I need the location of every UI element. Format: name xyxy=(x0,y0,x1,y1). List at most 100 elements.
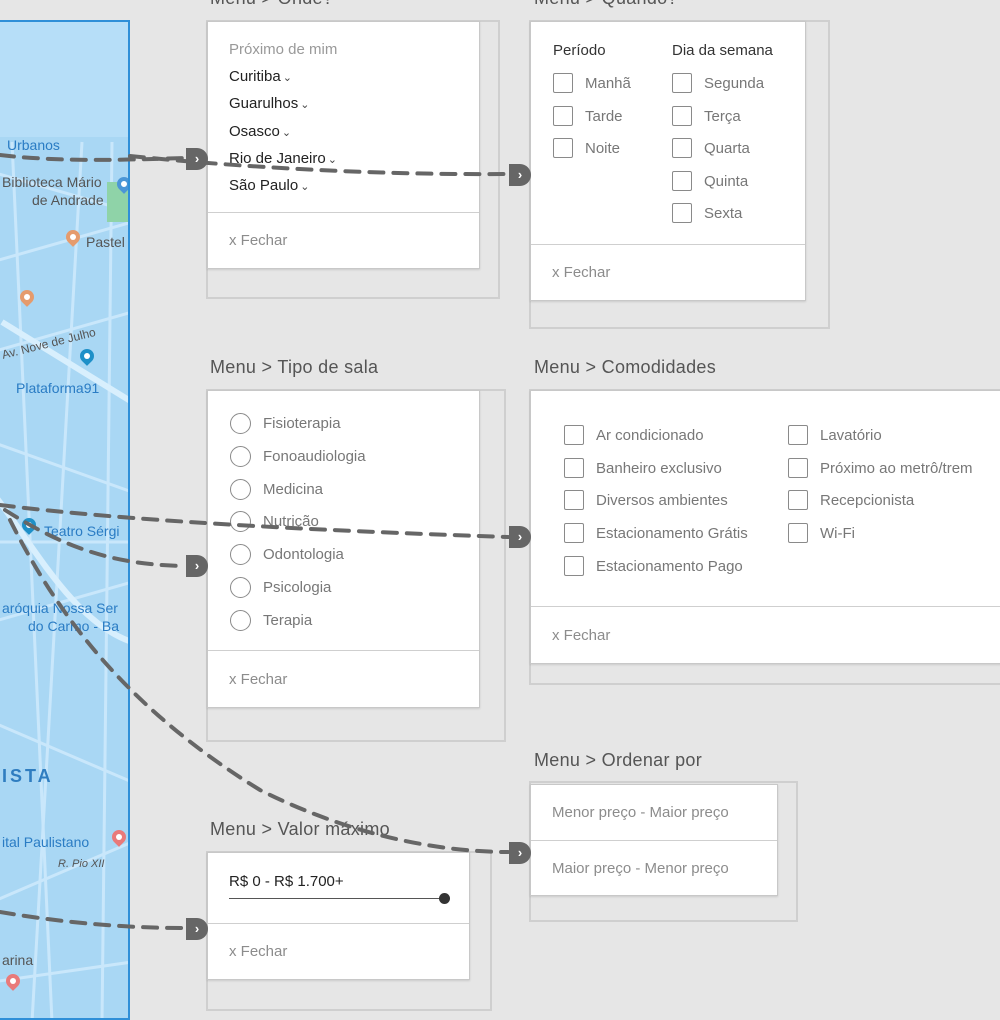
tipo-fisioterapia[interactable]: Fisioterapia xyxy=(230,413,341,434)
chevron-right-icon[interactable]: › xyxy=(186,555,208,577)
comodidade-recepcionista[interactable]: Recepcionista xyxy=(788,490,914,510)
comodidade-banheiro[interactable]: Banheiro exclusivo xyxy=(564,458,722,478)
option-label: Quinta xyxy=(704,172,749,190)
comodidade-ar-condicionado[interactable]: Ar condicionado xyxy=(564,425,704,445)
radio-icon xyxy=(230,544,251,565)
ordenar-section-title: Menu > Ordenar por xyxy=(534,750,702,770)
radio-icon xyxy=(230,511,251,532)
tipo-terapia[interactable]: Terapia xyxy=(230,610,312,631)
nearby-option[interactable]: Próximo de mim xyxy=(229,41,338,58)
chevron-right-icon[interactable]: › xyxy=(186,918,208,940)
onde-section-title: Menu > Onde? xyxy=(210,0,333,9)
dia-quinta[interactable]: Quinta xyxy=(672,171,748,191)
valor-section-title: Menu > Valor máximo xyxy=(210,819,390,839)
map-panel[interactable]: Urbanos Biblioteca Mário de Andrade Past… xyxy=(0,20,130,1020)
sort-maior-menor[interactable]: Maior preço - Menor preço xyxy=(552,860,729,877)
option-label: Wi-Fi xyxy=(820,524,855,542)
dia-semana-heading: Dia da semana xyxy=(672,42,773,59)
option-label: Recepcionista xyxy=(820,491,915,509)
chevron-right-icon[interactable]: › xyxy=(509,842,531,864)
chevron-right-icon[interactable]: › xyxy=(186,148,208,170)
map-label-teatro: Teatro Sérgi xyxy=(44,523,120,539)
tipo-psicologia[interactable]: Psicologia xyxy=(230,577,331,598)
radio-icon xyxy=(230,577,251,598)
dia-terca[interactable]: Terça xyxy=(672,106,741,126)
onde-close-button[interactable]: x Fechar xyxy=(208,212,479,268)
comodidades-menu: Ar condicionado Banheiro exclusivo Diver… xyxy=(530,390,1000,664)
location-label: Rio de Janeiro xyxy=(229,150,326,167)
location-label: Curitiba xyxy=(229,68,281,85)
dia-sexta[interactable]: Sexta xyxy=(672,203,742,223)
chevron-right-icon[interactable]: › xyxy=(509,164,531,186)
comodidade-metro[interactable]: Próximo ao metrô/trem xyxy=(788,458,973,478)
tipo-nutricao[interactable]: Nutrição xyxy=(230,511,319,532)
option-label: Odontologia xyxy=(263,546,344,563)
option-label: Fonoaudiologia xyxy=(263,448,366,465)
checkbox-icon xyxy=(788,425,808,445)
price-slider-track[interactable] xyxy=(229,898,444,899)
map-label-pio-xii: R. Pio XII xyxy=(58,858,105,870)
onde-menu: Próximo de mim Curitiba⌄ Guarulhos⌄ Osas… xyxy=(207,21,480,269)
option-label: Quarta xyxy=(704,139,750,157)
map-label-carmo: do Carmo - Ba xyxy=(28,618,120,634)
comodidade-estac-gratis[interactable]: Estacionamento Grátis xyxy=(564,523,748,543)
map-label-andrade: de Andrade xyxy=(32,192,104,208)
location-osasco[interactable]: Osasco⌄ xyxy=(229,123,291,140)
map-top-band xyxy=(0,22,128,137)
comodidade-diversos[interactable]: Diversos ambientes xyxy=(564,490,728,510)
location-sao-paulo[interactable]: São Paulo⌄ xyxy=(229,177,309,194)
option-label: Noite xyxy=(585,139,621,157)
chevron-down-icon: ⌄ xyxy=(300,181,310,193)
option-label: Terça xyxy=(704,107,741,125)
ordenar-menu: Menor preço - Maior preço Maior preço - … xyxy=(530,784,778,896)
location-guarulhos[interactable]: Guarulhos⌄ xyxy=(229,95,309,112)
option-label: Ar condicionado xyxy=(596,426,704,444)
checkbox-icon xyxy=(564,556,584,576)
comodidade-estac-pago[interactable]: Estacionamento Pago xyxy=(564,556,743,576)
price-slider-handle[interactable] xyxy=(439,893,450,904)
comodidade-lavatorio[interactable]: Lavatório xyxy=(788,425,882,445)
radio-icon xyxy=(230,413,251,434)
checkbox-icon xyxy=(564,458,584,478)
periodo-noite[interactable]: Noite xyxy=(553,138,620,158)
valor-close-button[interactable]: x Fechar xyxy=(208,923,469,979)
location-rio-de-janeiro[interactable]: Rio de Janeiro⌄ xyxy=(229,150,337,167)
radio-icon xyxy=(230,610,251,631)
option-label: Próximo ao metrô/trem xyxy=(820,459,973,477)
map-label-pastel: Pastel xyxy=(86,234,125,250)
sort-menor-maior[interactable]: Menor preço - Maior preço xyxy=(531,785,777,841)
checkbox-icon xyxy=(788,490,808,510)
map-label-urbanos: Urbanos xyxy=(7,137,60,153)
tipo-odontologia[interactable]: Odontologia xyxy=(230,544,344,565)
comodidades-section-title: Menu > Comodidades xyxy=(534,357,717,377)
option-label: Tarde xyxy=(585,107,623,125)
periodo-tarde[interactable]: Tarde xyxy=(553,106,623,126)
map-label-ista: ISTA xyxy=(2,766,54,786)
map-label-paulistano: ital Paulistano xyxy=(2,834,90,850)
comodidade-wifi[interactable]: Wi-Fi xyxy=(788,523,855,543)
quando-menu: Período Dia da semana Manhã Tarde Noite … xyxy=(530,21,806,301)
radio-icon xyxy=(230,479,251,500)
comodidades-close-button[interactable]: x Fechar xyxy=(531,606,1000,663)
tipo-close-button[interactable]: x Fechar xyxy=(208,650,479,707)
option-label: Medicina xyxy=(263,481,324,498)
price-range-label: R$ 0 - R$ 1.700+ xyxy=(229,873,344,890)
tipo-medicina[interactable]: Medicina xyxy=(230,479,323,500)
chevron-right-icon[interactable]: › xyxy=(509,526,531,548)
map-label-paroquia: aróquia Nossa Ser xyxy=(2,600,118,616)
periodo-manha[interactable]: Manhã xyxy=(553,73,631,93)
dia-segunda[interactable]: Segunda xyxy=(672,73,764,93)
checkbox-icon xyxy=(564,490,584,510)
option-label: Psicologia xyxy=(263,579,332,596)
dia-quarta[interactable]: Quarta xyxy=(672,138,750,158)
checkbox-icon xyxy=(672,171,692,191)
checkbox-icon xyxy=(672,138,692,158)
quando-close-button[interactable]: x Fechar xyxy=(531,244,805,300)
chevron-down-icon: ⌄ xyxy=(281,127,292,139)
quando-section-title: Menu > Quando? xyxy=(534,0,678,9)
option-label: Estacionamento Pago xyxy=(596,557,743,575)
location-curitiba[interactable]: Curitiba⌄ xyxy=(229,68,292,85)
tipo-fonoaudiologia[interactable]: Fonoaudiologia xyxy=(230,446,366,467)
map-label-biblioteca: Biblioteca Mário xyxy=(2,174,102,190)
chevron-down-icon: ⌄ xyxy=(282,72,292,84)
